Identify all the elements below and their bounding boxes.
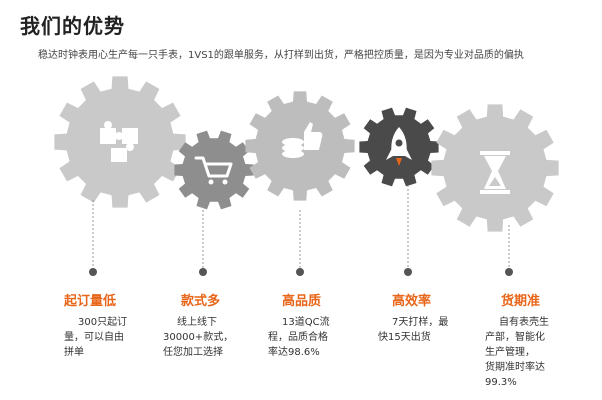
desc-line: 拼单: [64, 347, 84, 358]
page-subtitle: 稳达时钟表用心生产每一只手表，1VS1的跟单服务，从打样到出货，严格把控质量，是…: [38, 50, 524, 61]
desc-line: 率达98.6%: [268, 347, 320, 358]
gear-3: [245, 91, 355, 201]
desc-line: 300只起订: [78, 317, 128, 328]
advantage-title: 高品质: [282, 294, 322, 309]
gear-2: [174, 130, 254, 210]
desc-line: 线上线下: [177, 317, 217, 328]
advantage-desc: 300只起订 量，可以自由 拼单: [64, 315, 154, 360]
advantage-title: 货期准: [501, 294, 541, 309]
puzzle-icon: [100, 121, 138, 162]
rocket-icon: [386, 127, 412, 166]
desc-line: 量，可以自由: [64, 332, 124, 343]
hourglass-icon: [480, 151, 510, 194]
coins-thumbs-up-icon: [282, 122, 323, 158]
gear-4: [359, 107, 439, 187]
desc-line: 快15天出货: [378, 332, 431, 343]
desc-line: 货期准时率达: [485, 362, 545, 373]
advantage-on-time: 货期准 自有表壳生 产部，智能化 生产管理， 货期准时率达 99.3%: [485, 290, 585, 390]
desc-line: 任您加工选择: [163, 347, 223, 358]
desc-line: 7天打样，最: [392, 317, 449, 328]
desc-line: 30000+款式，: [163, 332, 234, 343]
desc-line: 13道QC流: [282, 317, 330, 328]
advantage-high-efficiency: 高效率 7天打样，最 快15天出货: [378, 290, 468, 345]
connector-dots: [89, 268, 513, 276]
advantage-title: 起订量低: [64, 294, 117, 309]
desc-line: 自有表壳生: [499, 317, 549, 328]
desc-line: 程，品质合格: [268, 332, 328, 343]
advantage-title: 款式多: [181, 294, 221, 309]
desc-line: 产部，智能化: [485, 332, 545, 343]
advantage-high-quality: 高品质 13道QC流 程，品质合格 率达98.6%: [268, 290, 368, 360]
desc-line: 生产管理，: [485, 347, 535, 358]
desc-line: 99.3%: [485, 377, 517, 388]
advantage-desc: 线上线下 30000+款式， 任您加工选择: [163, 315, 263, 360]
advantage-desc: 自有表壳生 产部，智能化 生产管理， 货期准时率达 99.3%: [485, 315, 585, 390]
shopping-cart-icon: [194, 156, 233, 185]
advantage-title: 高效率: [392, 294, 432, 309]
gear-1: [54, 76, 186, 208]
advantage-many-styles: 款式多 线上线下 30000+款式， 任您加工选择: [163, 290, 263, 360]
gear-5: [431, 104, 559, 232]
advantage-low-moq: 起订量低 300只起订 量，可以自由 拼单: [64, 290, 154, 360]
page-title: 我们的优势: [20, 14, 125, 38]
connectors: [92, 185, 510, 270]
advantage-desc: 13道QC流 程，品质合格 率达98.6%: [268, 315, 368, 360]
advantage-desc: 7天打样，最 快15天出货: [378, 315, 468, 345]
